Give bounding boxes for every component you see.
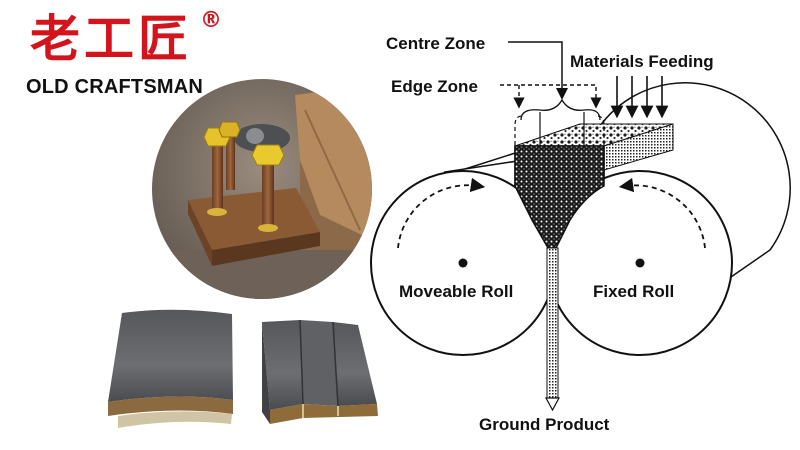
brand-name-english: OLD CRAFTSMAN: [26, 76, 204, 98]
fixed-roll-label: Fixed Roll: [593, 282, 674, 301]
centre-zone-label: Centre Zone: [386, 34, 485, 53]
wear-liner-photo: [108, 309, 378, 428]
fixed-roll-axis: [635, 258, 645, 268]
materials-feeding-label: Materials Feeding: [570, 52, 714, 71]
moveable-roll-label: Moveable Roll: [399, 282, 513, 301]
ground-product-label: Ground Product: [479, 415, 610, 434]
edge-zone-label: Edge Zone: [391, 77, 478, 96]
bolt-plate-photo: [152, 79, 372, 299]
registered-mark: ®: [200, 8, 222, 33]
moveable-roll-axis: [458, 258, 468, 268]
hpgr-diagram: [370, 41, 791, 412]
brand-logo-chinese: 老工匠: [30, 10, 192, 68]
